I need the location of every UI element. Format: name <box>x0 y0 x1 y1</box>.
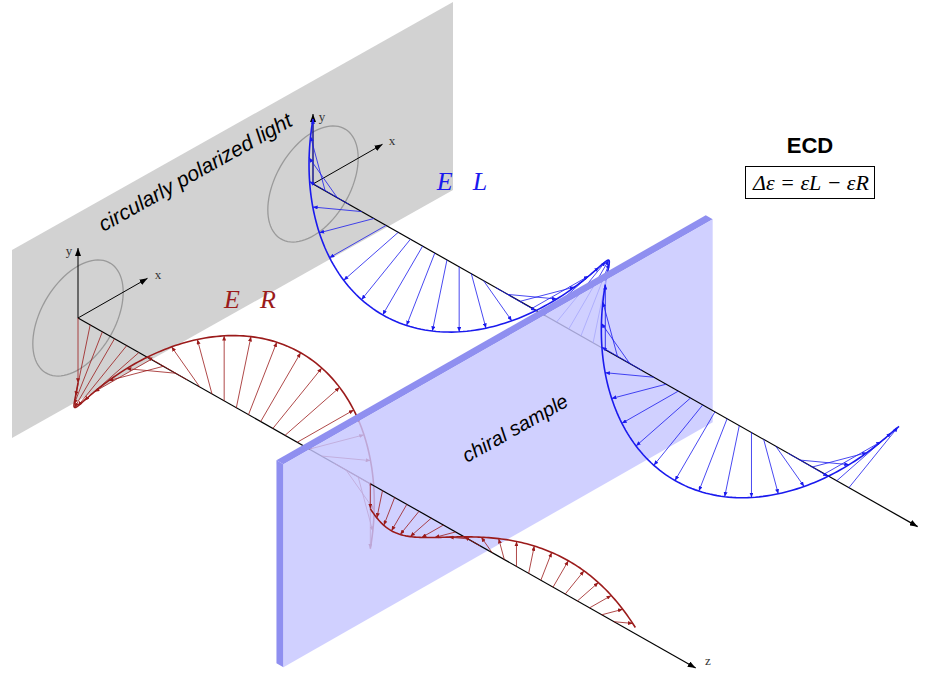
field-vector <box>273 368 322 428</box>
field-vector <box>484 281 512 321</box>
field-vector <box>236 337 251 408</box>
field-vector <box>605 285 606 350</box>
field-vector <box>601 323 629 363</box>
field-vector <box>529 546 535 573</box>
polarization-plane <box>12 2 453 438</box>
chiral-sample-slab <box>283 219 712 667</box>
formula-text: Δε = εL − εR <box>753 171 867 195</box>
field-vector <box>78 346 127 406</box>
formula-box: Δε = εL − εR <box>745 166 875 199</box>
field-vector <box>383 246 423 315</box>
field-vector <box>311 136 326 190</box>
field-vector <box>603 302 618 356</box>
field-vector <box>197 339 212 393</box>
field-vector <box>699 419 727 491</box>
field-vector <box>516 541 517 566</box>
field-vector <box>384 497 395 525</box>
y-axis <box>78 248 79 318</box>
sample-layer <box>276 215 712 667</box>
field-vector <box>605 285 606 350</box>
propagation-axis <box>605 350 917 527</box>
field-vector <box>636 398 691 446</box>
field-vector <box>285 387 340 435</box>
field-vector <box>172 347 200 387</box>
field-vector <box>622 391 678 423</box>
field-vector <box>78 318 79 383</box>
field-vector <box>553 561 568 587</box>
sample-side-edge <box>276 460 283 667</box>
field-vector <box>330 225 386 257</box>
field-vector <box>362 239 411 299</box>
field-vector <box>261 353 301 422</box>
field-vector <box>127 369 176 374</box>
field-vector <box>109 366 164 380</box>
axis-label: x <box>155 268 162 281</box>
field-label: E⃗R <box>224 287 276 313</box>
field-label: E⃗L <box>437 169 488 195</box>
field-vector <box>148 357 188 380</box>
axis-label: x <box>389 134 396 147</box>
field-vector <box>459 267 460 332</box>
field-vector <box>313 119 314 184</box>
field-vector <box>541 552 552 580</box>
field-vector <box>224 336 225 401</box>
field-vector <box>310 182 350 205</box>
field-vector <box>675 412 715 481</box>
diagram-title: ECD <box>787 135 833 157</box>
left-wave-vectors <box>601 285 897 498</box>
field-vector <box>751 432 752 497</box>
field-vector <box>313 207 362 212</box>
field-vector <box>75 339 115 408</box>
field-vector <box>602 347 642 370</box>
field-vector <box>391 504 406 530</box>
right-wave-attenuated-vectors <box>370 484 632 624</box>
propagation-axis <box>370 484 695 668</box>
axis-label: y <box>319 110 326 123</box>
field-vector <box>776 446 804 486</box>
field-vector <box>605 373 654 378</box>
field-vector <box>95 359 151 391</box>
axis-label: z <box>705 654 711 667</box>
field-vector <box>499 539 505 560</box>
field-vector <box>614 622 633 624</box>
field-vector <box>565 571 584 594</box>
field-vector <box>407 253 435 325</box>
field-vector <box>471 274 486 328</box>
field-vector <box>654 405 703 465</box>
field-vector <box>725 426 740 497</box>
axis-label: y <box>66 244 73 257</box>
field-vector <box>249 342 277 414</box>
field-vector <box>590 595 612 607</box>
right-wave-attenuated-helix <box>370 509 635 628</box>
field-vector <box>577 583 598 601</box>
field-vector <box>481 537 492 552</box>
front-layer <box>370 285 917 668</box>
field-vector <box>344 232 399 280</box>
field-vector <box>849 427 898 487</box>
field-vector <box>825 442 881 474</box>
field-vector <box>370 484 371 509</box>
x-axis <box>78 278 148 318</box>
field-vector <box>309 158 337 198</box>
field-vector <box>602 609 623 615</box>
left-wave-helix <box>601 285 899 498</box>
field-vector <box>432 260 447 331</box>
field-vector <box>612 384 667 398</box>
field-vector <box>764 439 779 493</box>
field-vector <box>319 219 374 233</box>
field-vector <box>465 537 480 546</box>
field-vector <box>377 491 383 518</box>
